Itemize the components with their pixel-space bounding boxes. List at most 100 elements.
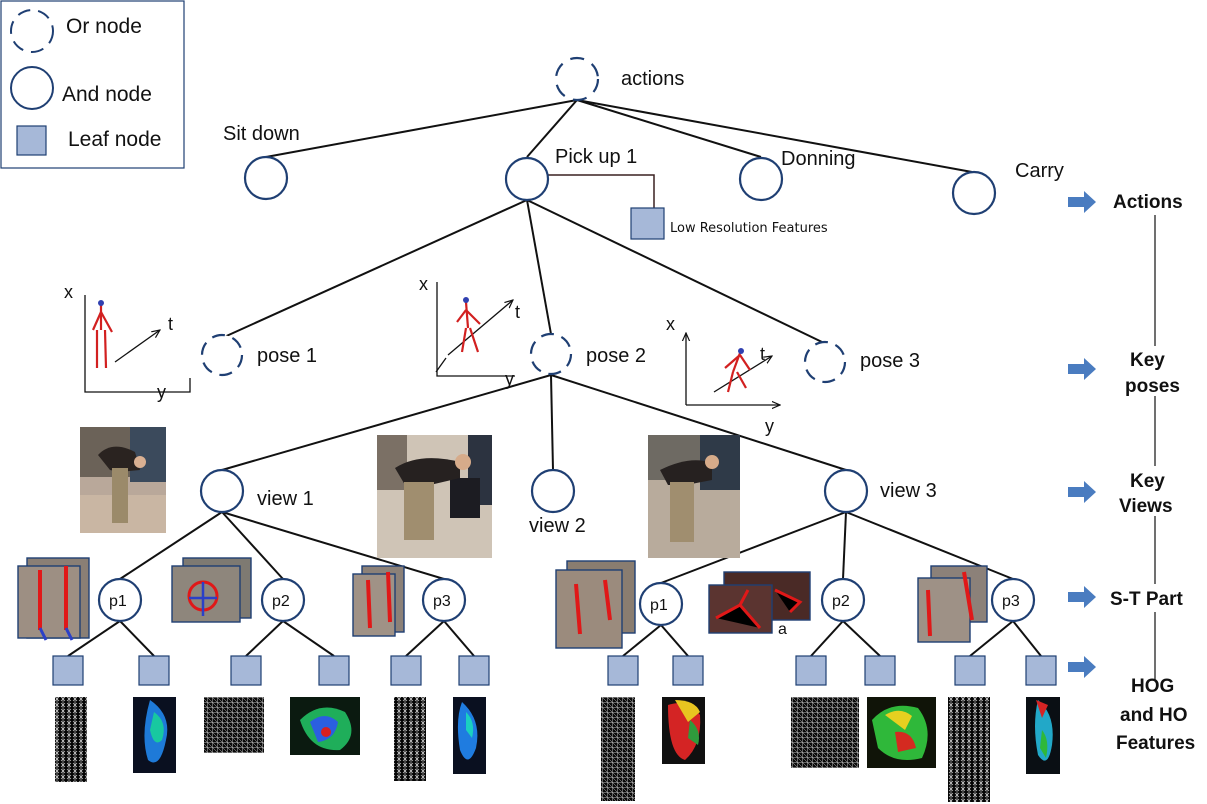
leaf-node — [672, 655, 704, 686]
view1-p2-node — [260, 577, 306, 623]
right-arrow-icon — [1068, 656, 1096, 678]
sit-down-label: Sit down — [223, 123, 300, 145]
legend-and-label: And node — [62, 83, 152, 106]
st-cube — [917, 565, 988, 643]
view1-p1-node — [97, 577, 143, 623]
right-arrow-icon — [1068, 358, 1096, 380]
skeleton-figure — [724, 352, 751, 393]
level-key-poses-2: poses — [1125, 376, 1180, 397]
leaf-node — [954, 655, 986, 686]
pose1-skeleton-panel: x t y — [64, 282, 191, 402]
low-res-connector — [548, 174, 655, 208]
and-node-icon — [10, 66, 54, 110]
view3-p3-label: p3 — [1002, 593, 1020, 610]
view2-label: view 2 — [529, 515, 586, 537]
view3-label: view 3 — [880, 480, 937, 502]
t-axis-label: t — [515, 302, 520, 322]
leaf-node — [230, 655, 262, 686]
legend-leaf-label: Leaf node — [68, 128, 161, 151]
view1-p2-label: p2 — [272, 593, 290, 610]
level-hog-3: Features — [1116, 733, 1195, 754]
t-axis-label: t — [760, 344, 765, 364]
low-res-leaf — [630, 207, 665, 240]
level-labels: Actions Key poses Key Views S-T Part HOG… — [1105, 186, 1207, 756]
pose1-or-node — [200, 333, 244, 377]
st-part-cubes: a — [17, 557, 988, 649]
pose1-label: pose 1 — [257, 345, 317, 367]
leaf-node — [318, 655, 350, 686]
level-key-poses-1: Key — [1130, 350, 1165, 371]
donning-label: Donning — [781, 148, 856, 170]
view2-photo — [377, 435, 492, 558]
y-axis-label: y — [765, 416, 774, 436]
st-cube — [352, 565, 405, 637]
st-cube — [171, 557, 252, 623]
st-cube — [708, 571, 811, 634]
st-cube — [555, 560, 636, 649]
view1-p3-node — [421, 577, 467, 623]
st-cube — [17, 557, 90, 641]
pose2-label: pose 2 — [586, 345, 646, 367]
t-axis-label: t — [168, 314, 173, 334]
low-res-label: Low Resolution Features — [670, 221, 828, 236]
right-arrow-icon — [1068, 586, 1096, 608]
leaf-node — [795, 655, 827, 686]
legend: Or node And node Leaf node — [0, 0, 185, 169]
view3-node — [823, 468, 869, 514]
pose2-or-node — [529, 332, 573, 376]
hog-feature — [948, 697, 990, 802]
leaf-node-icon — [16, 125, 47, 156]
carry-node — [951, 170, 997, 216]
pose2-skeleton-panel: x t y — [419, 274, 520, 389]
view3-p3-node — [990, 577, 1036, 623]
leaf-node — [458, 655, 490, 686]
x-axis-label: x — [64, 282, 73, 302]
leaf-node — [607, 655, 639, 686]
carry-label: Carry — [1015, 160, 1064, 182]
hog-ho-features — [55, 697, 1060, 802]
tree-nodes — [97, 56, 1036, 627]
leaf-node — [52, 655, 84, 686]
pick-up-node — [504, 156, 550, 202]
pose3-skeleton-panel: x t y — [666, 314, 780, 436]
hog-feature — [394, 697, 426, 781]
hog-feature — [204, 697, 264, 753]
level-key-views-2: Views — [1119, 496, 1173, 517]
hog-feature — [55, 697, 87, 782]
leaf-node — [138, 655, 170, 686]
leaf-node — [864, 655, 896, 686]
legend-or-label: Or node — [66, 15, 142, 38]
leaf-node — [1025, 655, 1057, 686]
part-a-label: a — [778, 621, 787, 638]
skeleton-figure — [456, 301, 481, 353]
view1-label: view 1 — [257, 488, 314, 510]
view3-p1-label: p1 — [650, 597, 668, 614]
right-arrow-icon — [1068, 481, 1096, 503]
view3-photo — [648, 435, 740, 558]
root-or-node — [554, 56, 600, 102]
level-arrows — [1068, 191, 1096, 678]
skeleton-figure — [91, 305, 113, 369]
view2-node — [530, 468, 576, 514]
pose3-or-node — [803, 340, 847, 384]
pose3-label: pose 3 — [860, 350, 920, 372]
leaf-nodes — [52, 207, 1057, 686]
or-node-icon — [10, 9, 54, 53]
view1-p1-label: p1 — [109, 593, 127, 610]
view3-p2-label: p2 — [832, 593, 850, 610]
x-axis-label: x — [666, 314, 675, 334]
view3-p2-node — [820, 577, 866, 623]
pick-up-label: Pick up 1 — [555, 146, 637, 168]
level-actions: Actions — [1113, 192, 1183, 213]
view1-photo — [80, 427, 166, 533]
right-arrow-icon — [1068, 191, 1096, 213]
sit-down-node — [243, 155, 289, 201]
level-st-part: S-T Part — [1110, 589, 1184, 610]
view3-p1-node — [638, 581, 684, 627]
level-key-views-1: Key — [1130, 471, 1165, 492]
tree-edges — [67, 99, 1042, 657]
hog-feature — [791, 697, 859, 768]
level-hog-2: and HO — [1120, 705, 1188, 726]
level-hog-1: HOG — [1131, 676, 1174, 697]
